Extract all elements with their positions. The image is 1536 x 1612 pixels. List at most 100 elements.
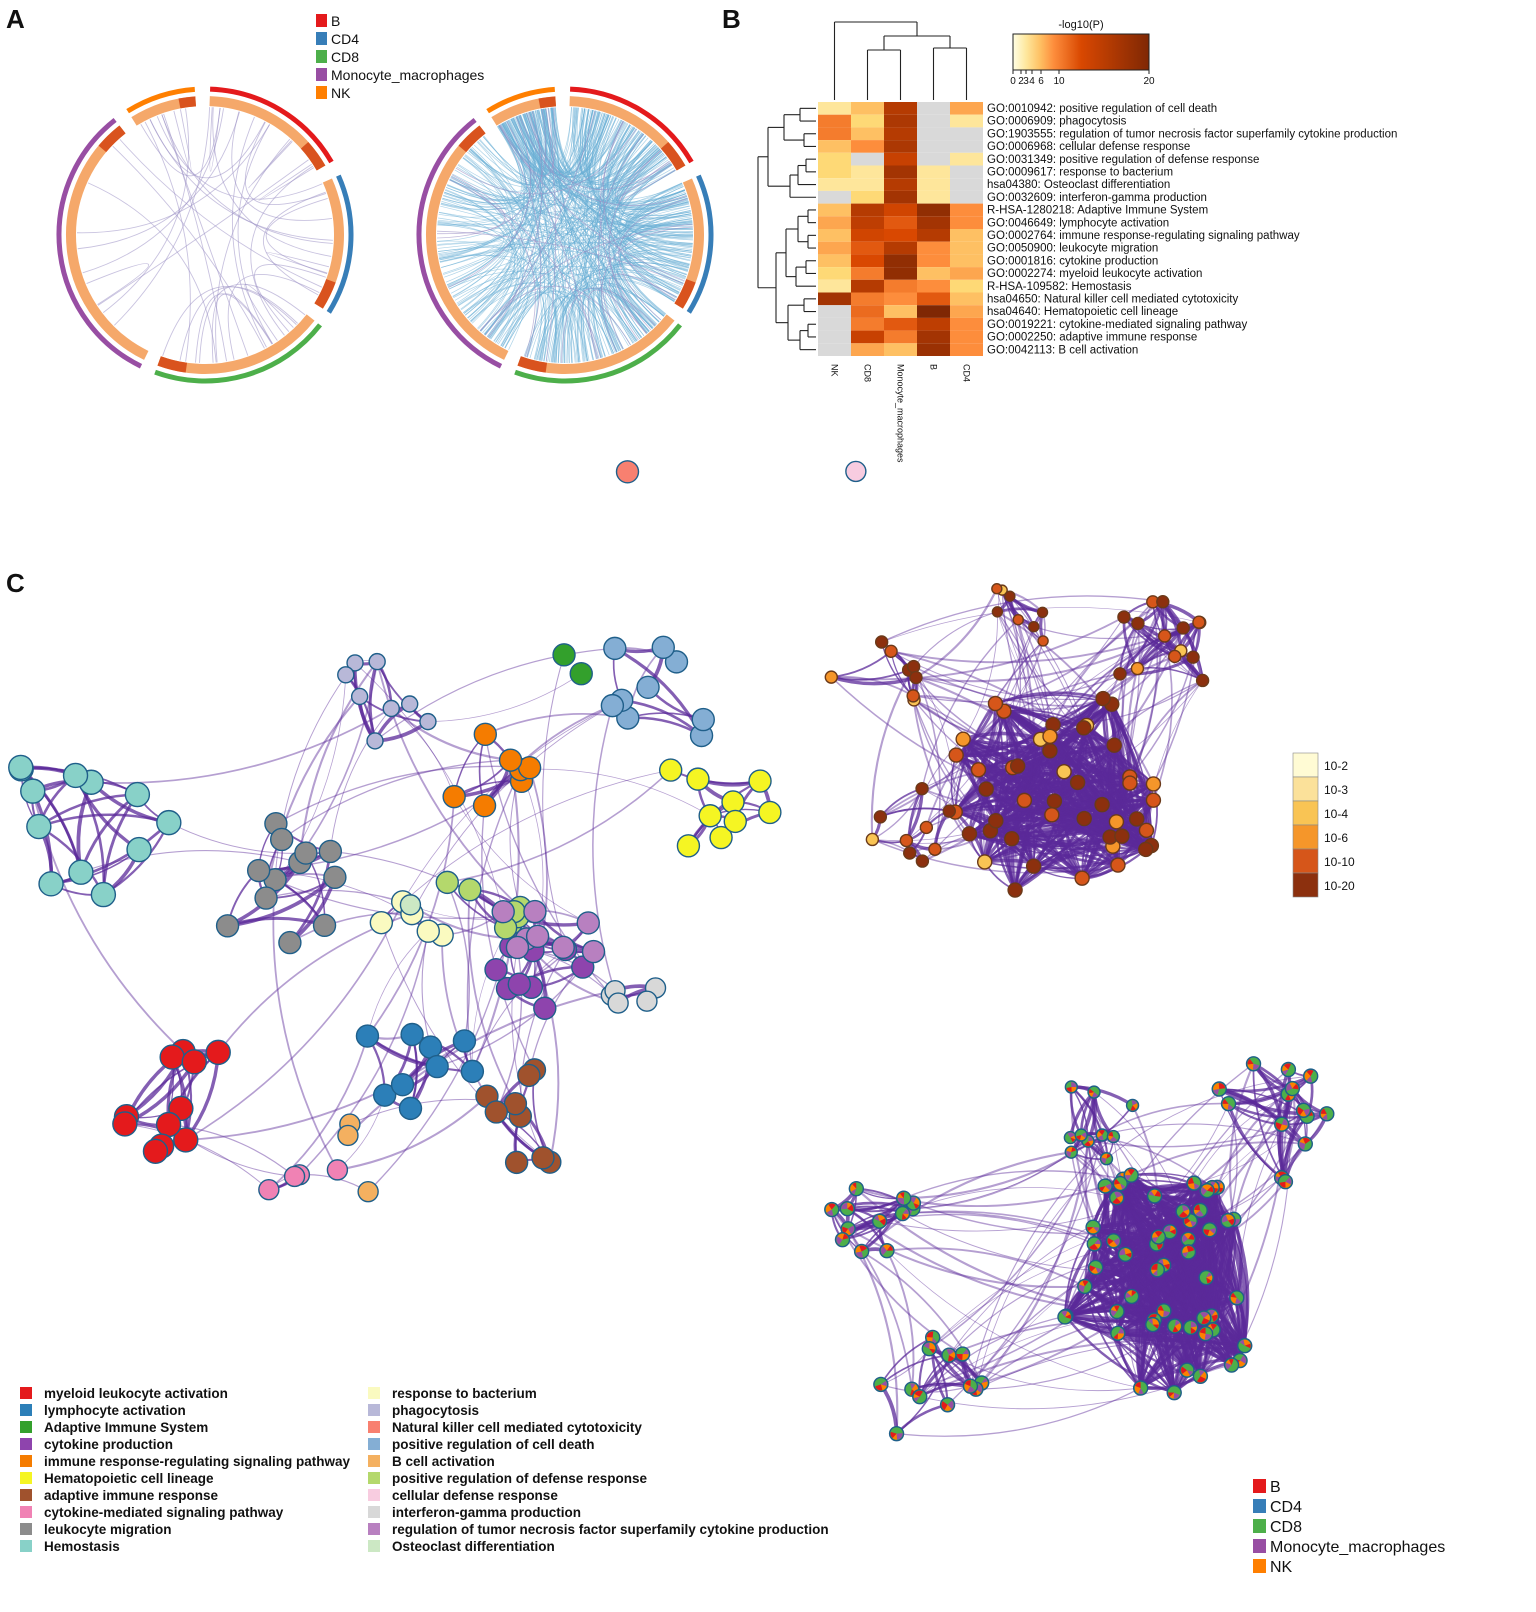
network-edge: [592, 705, 619, 1004]
network-edge: [948, 640, 1044, 812]
circos-link: [437, 223, 624, 350]
pie-slice: [929, 1342, 936, 1350]
network-edge: [881, 595, 1163, 643]
heatmap-cell: [917, 114, 950, 128]
network-edge: [1087, 1141, 1188, 1371]
circos-link: [576, 218, 692, 363]
network-node: [691, 707, 715, 732]
network-node: [698, 804, 722, 828]
pie-slice: [914, 1390, 923, 1397]
pie-slice: [1125, 1175, 1132, 1181]
pie-slice: [1109, 1136, 1118, 1142]
circos-link: [463, 133, 644, 314]
heatmap-row-label: GO:0002764: immune response-regulating s…: [987, 230, 1300, 242]
network-node: [400, 1022, 424, 1047]
heatmap-cell: [818, 190, 851, 204]
network-edge: [1189, 1210, 1206, 1328]
network-node: [709, 825, 733, 850]
network-edge: [347, 989, 616, 1137]
pvalue-label: 10-6: [1324, 831, 1348, 845]
circos-link: [554, 107, 653, 182]
network-edge: [954, 697, 1104, 813]
network-edge: [1001, 590, 1085, 820]
network-edge: [1139, 1218, 1236, 1390]
network-node: [525, 924, 550, 949]
pie-slice: [1152, 1269, 1158, 1276]
network-edge: [542, 654, 566, 950]
network-edge: [390, 708, 455, 797]
network-edge: [520, 768, 711, 817]
pie-slice: [1289, 1082, 1297, 1089]
pie-slice: [850, 1184, 857, 1192]
pie-slice: [1106, 1153, 1111, 1159]
pie-slice: [1190, 1327, 1196, 1334]
heatmap-cell: [818, 178, 851, 191]
network-edge: [831, 650, 892, 678]
pie-slice: [1239, 1339, 1245, 1346]
pie-slice: [1174, 1323, 1181, 1331]
network-node: [1042, 728, 1058, 744]
network-edge: [1144, 1195, 1155, 1321]
pie-slice: [1131, 1290, 1137, 1297]
legend-c-swatch: [20, 1438, 32, 1450]
network-edge: [376, 661, 521, 909]
pie-slice: [1134, 1385, 1141, 1394]
heatmap-cell: [917, 203, 950, 217]
pie-slice: [964, 1383, 971, 1392]
pie-slice: [1198, 1370, 1205, 1377]
network-edge: [919, 1310, 1164, 1397]
heatmap-cell: [950, 140, 983, 153]
network-edge: [919, 1315, 1067, 1398]
circos-link-shared: [598, 133, 644, 350]
heatmap-cell: [884, 178, 917, 191]
pie-slice: [1114, 1179, 1121, 1185]
circos-link-shared: [506, 120, 599, 359]
network-node: [915, 854, 930, 868]
network-node: [987, 695, 1004, 712]
legend-c-label: positive regulation of cell death: [392, 1437, 595, 1452]
pie-slice: [1114, 1305, 1120, 1312]
pie-slice: [949, 1351, 956, 1359]
heatmap-row-label: GO:0009617: response to bacterium: [987, 167, 1173, 179]
inner-arc-CD8: [157, 314, 315, 374]
heatmap-row-label: GO:0006968: cellular defense response: [987, 141, 1190, 153]
heatmap-row-label: GO:0002250: adaptive immune response: [987, 332, 1197, 344]
network-node: [1130, 661, 1145, 676]
heatmap-cell: [917, 102, 950, 115]
network-edge: [879, 1383, 899, 1434]
pie-slice: [1067, 1132, 1075, 1138]
circos-link-shared: [601, 226, 693, 353]
network-edge: [908, 669, 1018, 767]
network-edge: [1106, 1075, 1311, 1160]
heatmap-row-label: GO:0006909: phagocytosis: [987, 116, 1127, 128]
pie-slice: [1152, 1236, 1159, 1243]
network-edge: [1227, 1220, 1249, 1346]
circos-link: [602, 132, 643, 339]
network-edge: [1228, 1074, 1312, 1106]
pie-legend-swatch: [1253, 1539, 1266, 1553]
circos-link: [227, 273, 320, 360]
network-edge: [990, 797, 1154, 832]
network-edge: [912, 695, 986, 863]
pie-slice: [1203, 1229, 1210, 1236]
network-node: [366, 732, 384, 750]
outer-arc-Monocyte_macrophages: [416, 117, 503, 369]
pie-slice: [1197, 1376, 1206, 1383]
network-edge: [969, 1136, 1114, 1387]
pie-slice: [1285, 1094, 1291, 1101]
circos-link: [500, 207, 691, 347]
heatmap-cell: [950, 279, 983, 293]
network-node: [124, 781, 151, 808]
heatmap-cell: [851, 140, 884, 153]
network-node: [873, 810, 888, 824]
circos-link: [468, 108, 586, 185]
network-node: [1138, 822, 1155, 839]
pie-slice: [1303, 1108, 1310, 1116]
network-edge: [446, 882, 471, 1042]
heatmap-cell: [818, 152, 851, 166]
network-edge: [879, 1195, 1155, 1232]
network-edge: [1003, 640, 1044, 712]
pie-slice: [1125, 1292, 1132, 1299]
pie-slice: [1169, 1225, 1176, 1232]
